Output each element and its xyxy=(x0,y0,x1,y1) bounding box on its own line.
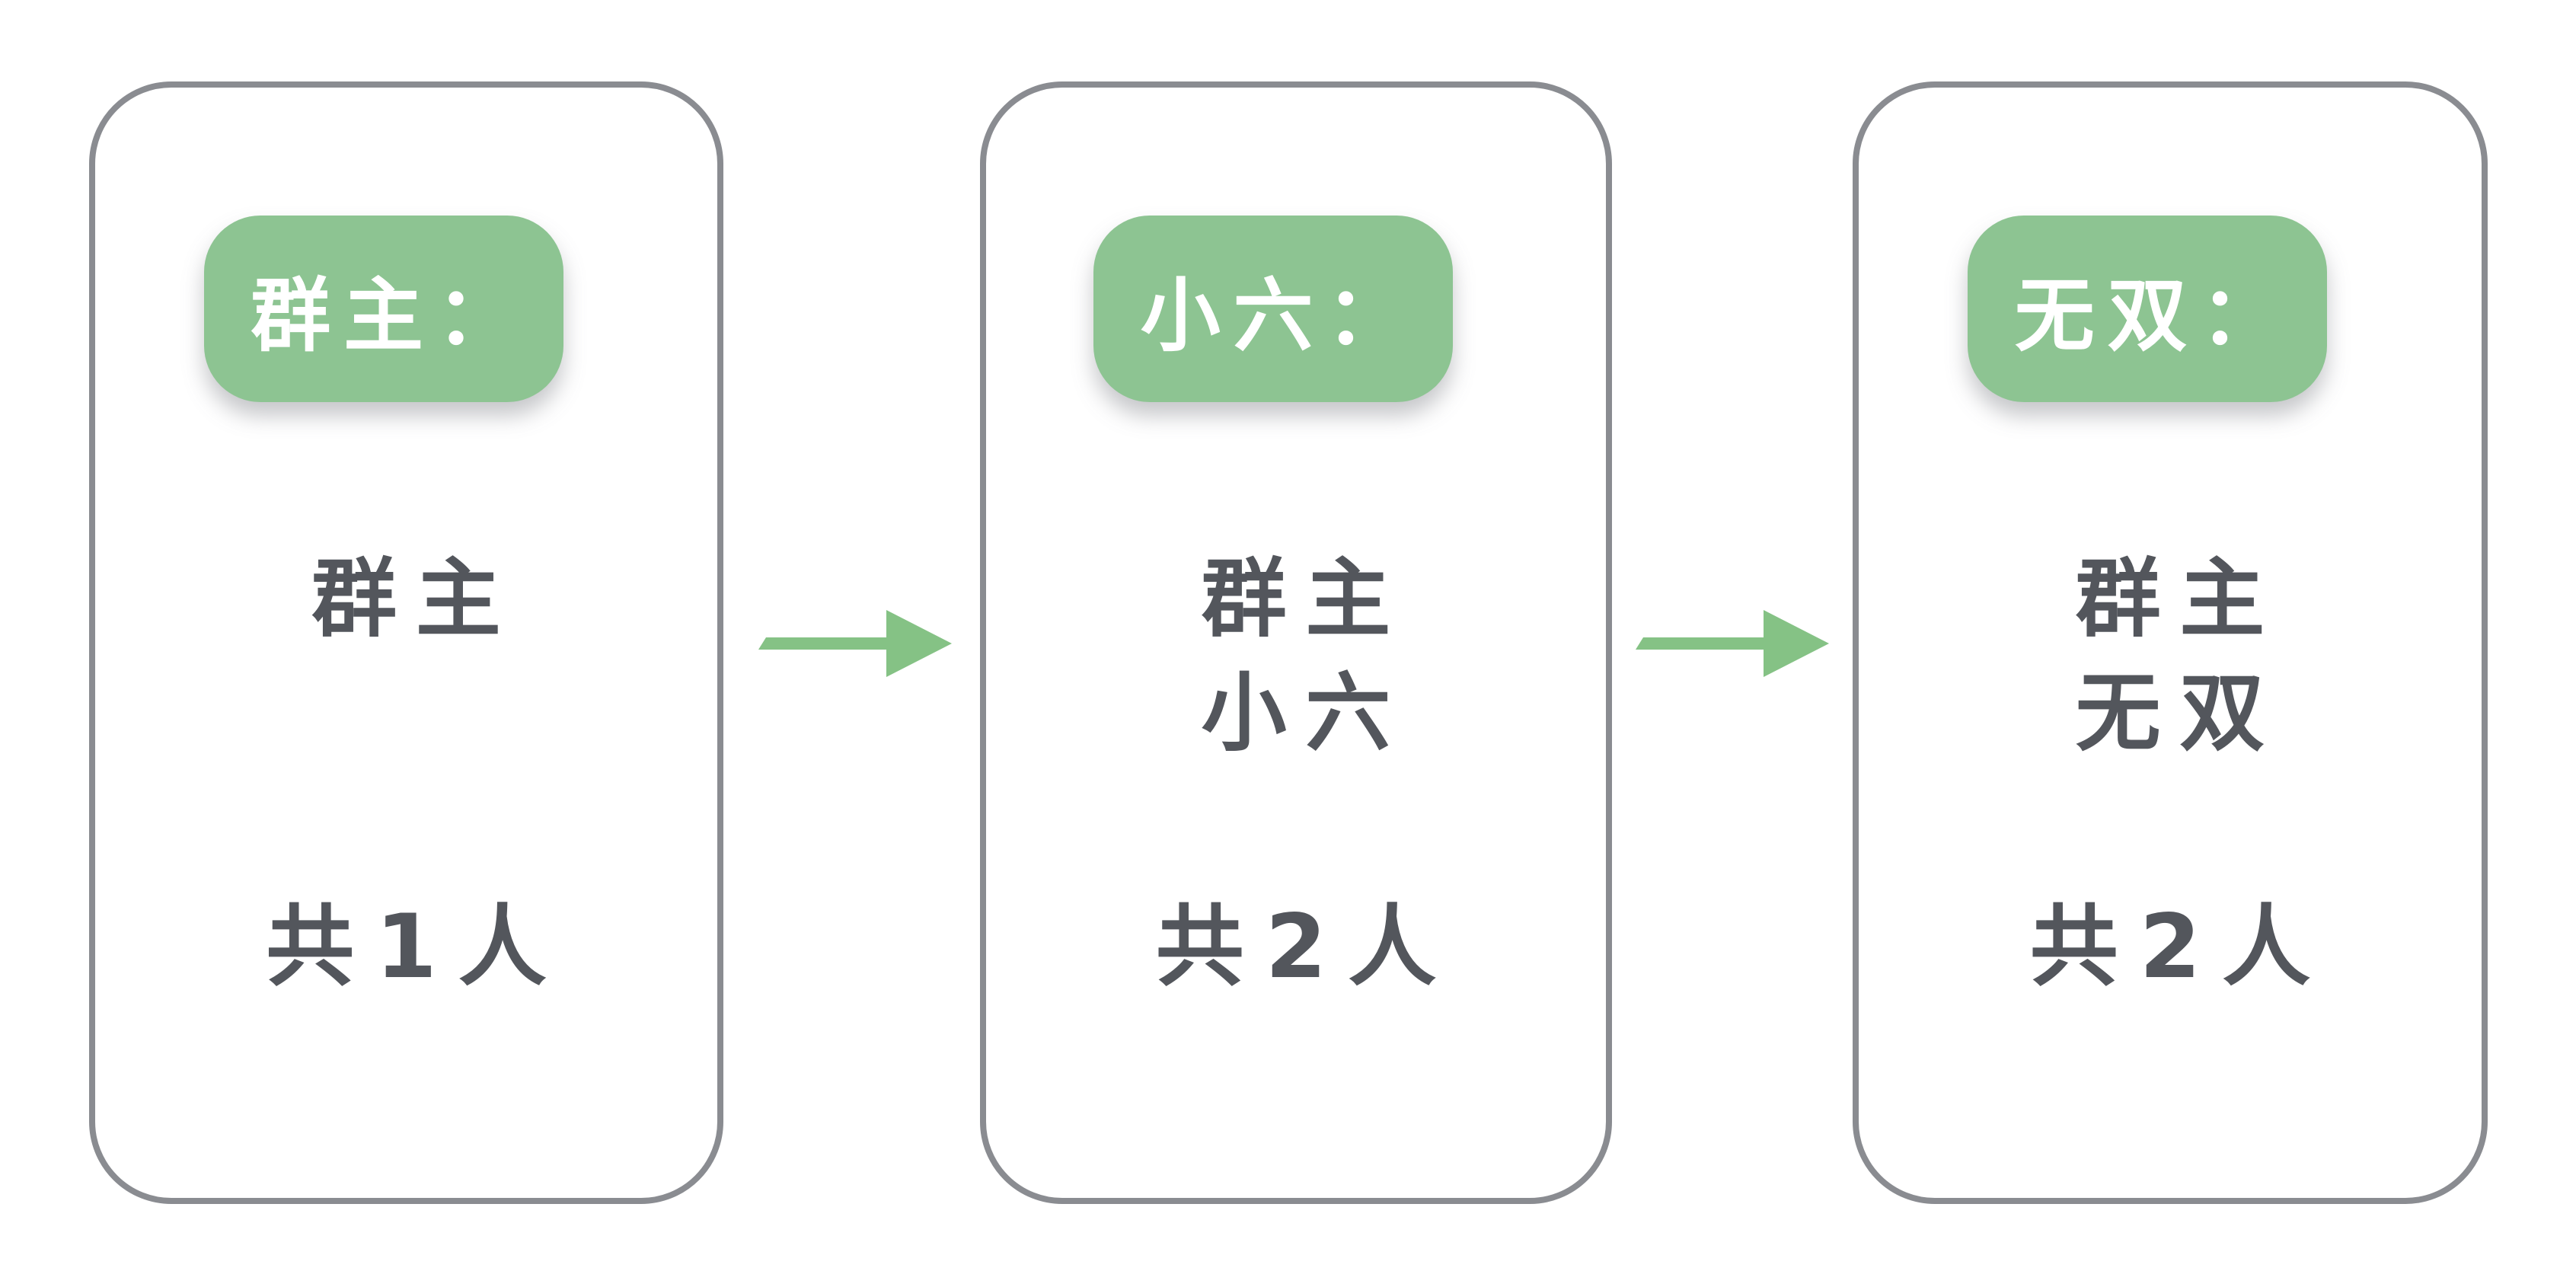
member-list: 群主 无双 xyxy=(1859,542,2482,771)
speaker-badge-label: 小六： xyxy=(1140,269,1419,362)
speaker-badge: 小六： xyxy=(1093,216,1453,402)
member-name: 无双 xyxy=(2075,664,2284,763)
speaker-badge: 无双： xyxy=(1968,216,2327,402)
speaker-badge-label: 无双： xyxy=(2014,269,2294,362)
speaker-badge: 群主： xyxy=(203,216,563,402)
speaker-badge-label: 群主： xyxy=(251,269,529,362)
group-state-card-2: 小六： 群主 小六 共2人 xyxy=(980,81,1612,1204)
arrow-right-icon xyxy=(1636,610,1829,677)
member-name: 群主 xyxy=(1201,550,1409,649)
member-list: 群主 小六 xyxy=(986,542,1606,771)
member-name: 小六 xyxy=(1201,664,1409,763)
member-name: 群主 xyxy=(2075,550,2284,649)
arrow-right-icon xyxy=(758,610,952,677)
member-count: 共2人 xyxy=(1155,896,1458,998)
group-state-card-3: 无双： 群主 无双 共2人 xyxy=(1853,81,2488,1204)
group-state-card-1: 群主： 群主 共1人 xyxy=(89,81,723,1204)
member-count: 共1人 xyxy=(266,896,568,998)
member-count: 共2人 xyxy=(2029,896,2332,998)
member-list: 群主 xyxy=(95,542,717,656)
member-name: 群主 xyxy=(311,550,520,649)
